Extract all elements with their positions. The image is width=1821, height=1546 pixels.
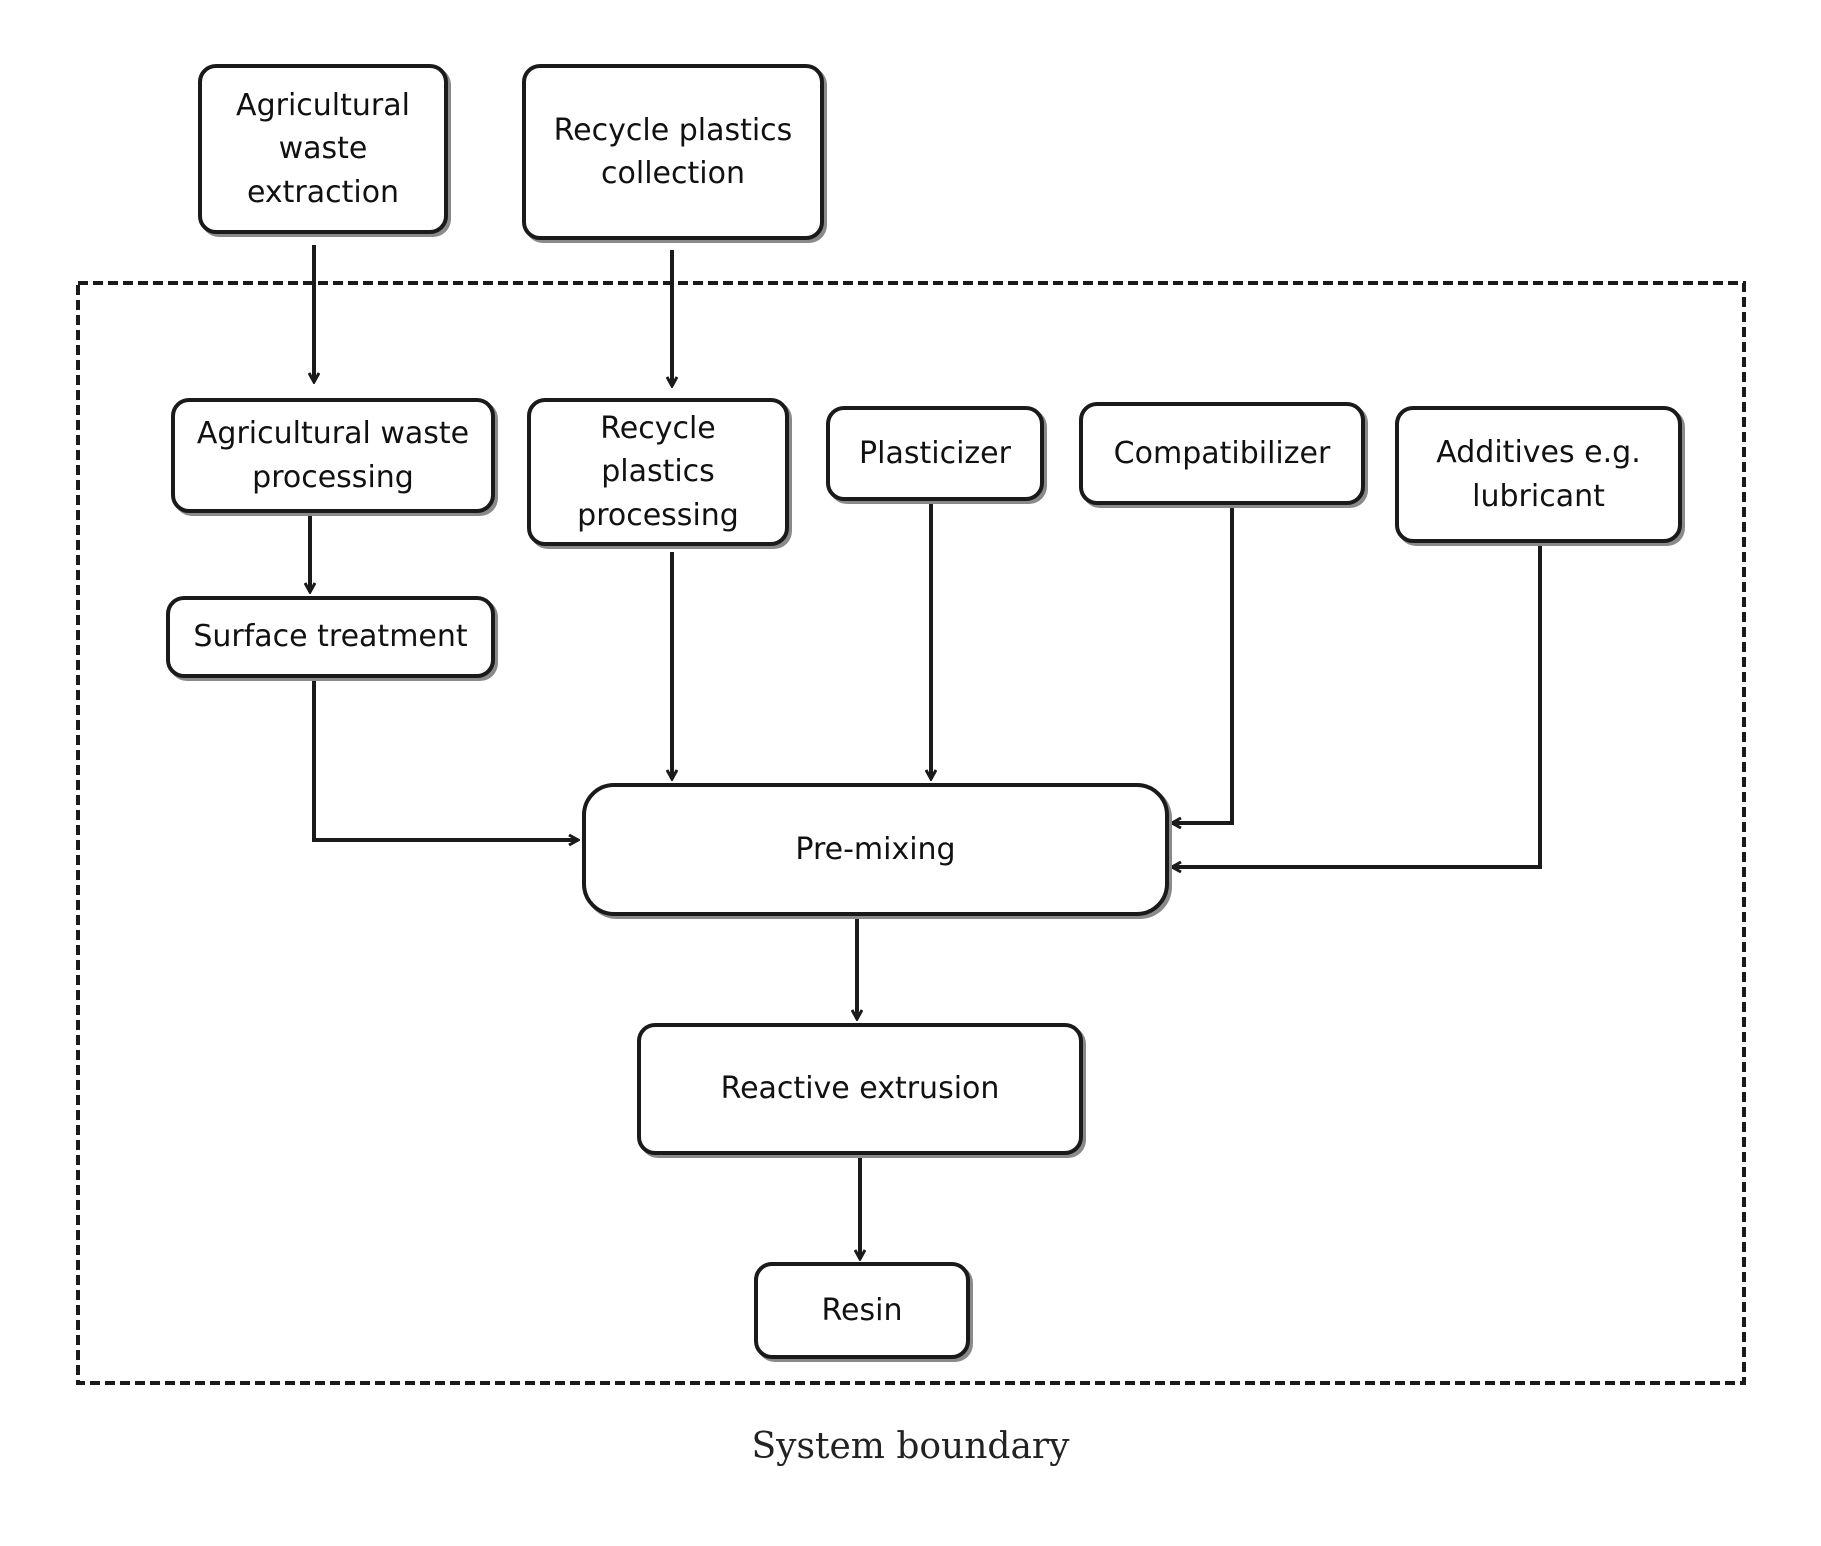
compatibilizer-label: Compatibilizer [1114, 432, 1331, 476]
premixing-label: Pre-mixing [795, 828, 955, 872]
agricultural-waste-extraction-label: Agricultural waste extraction [236, 84, 410, 215]
additives-label: Additives e.g. lubricant [1436, 431, 1640, 518]
resin-label: Resin [822, 1289, 903, 1333]
premixing-box: Pre-mixing [582, 783, 1169, 916]
recycle-plastics-processing-box: Recycle plastics processing [527, 398, 789, 546]
agricultural-waste-extraction-box: Agricultural waste extraction [198, 64, 448, 234]
plasticizer-label: Plasticizer [859, 432, 1011, 476]
agricultural-waste-processing-label: Agricultural waste processing [197, 412, 469, 499]
system-boundary-caption: System boundary [0, 1426, 1821, 1467]
additives-box: Additives e.g. lubricant [1395, 406, 1682, 543]
agricultural-waste-processing-box: Agricultural waste processing [171, 398, 495, 513]
reactive-extrusion-label: Reactive extrusion [721, 1067, 1000, 1111]
resin-box: Resin [754, 1262, 970, 1359]
reactive-extrusion-box: Reactive extrusion [637, 1023, 1083, 1155]
arrow-compatibilizer-to-premixing [1172, 507, 1232, 823]
recycle-plastics-processing-label: Recycle plastics processing [577, 407, 739, 538]
compatibilizer-box: Compatibilizer [1079, 402, 1365, 505]
surface-treatment-label: Surface treatment [193, 615, 467, 659]
recycle-plastics-collection-label: Recycle plastics collection [554, 109, 793, 196]
surface-treatment-box: Surface treatment [166, 596, 495, 678]
plasticizer-box: Plasticizer [826, 406, 1044, 501]
recycle-plastics-collection-box: Recycle plastics collection [522, 64, 824, 240]
arrow-surface-treatment-to-premixing [314, 681, 578, 840]
arrow-additives-to-premixing [1172, 544, 1540, 867]
